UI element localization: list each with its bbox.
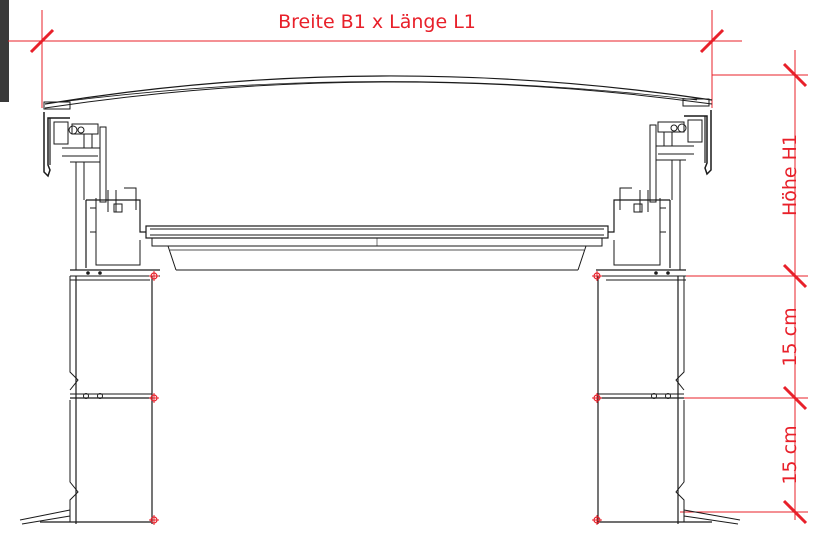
marker-right-bottom	[592, 515, 602, 525]
height-dimension	[680, 50, 808, 525]
upstand-1-label: 15 cm	[779, 307, 801, 366]
left-frame-profile	[43, 112, 160, 281]
marker-right-mid	[592, 393, 602, 403]
dome-glazing	[43, 75, 713, 110]
marker-left-top	[149, 271, 159, 281]
right-upstand	[597, 276, 741, 525]
height-dimension-label: Höhe H1	[779, 134, 801, 216]
width-dimension-label: Breite B1 x Länge L1	[278, 11, 476, 33]
marker-right-top	[592, 271, 602, 281]
inner-glazing-panel	[145, 225, 609, 271]
upstand-2-label: 15 cm	[779, 425, 801, 484]
left-edge-bar	[0, 0, 9, 102]
right-frame-profile	[596, 110, 712, 281]
width-dimension	[8, 10, 742, 108]
marker-left-mid	[149, 393, 159, 403]
left-upstand	[19, 276, 153, 525]
reference-markers	[149, 271, 602, 525]
marker-left-bottom	[149, 515, 159, 525]
